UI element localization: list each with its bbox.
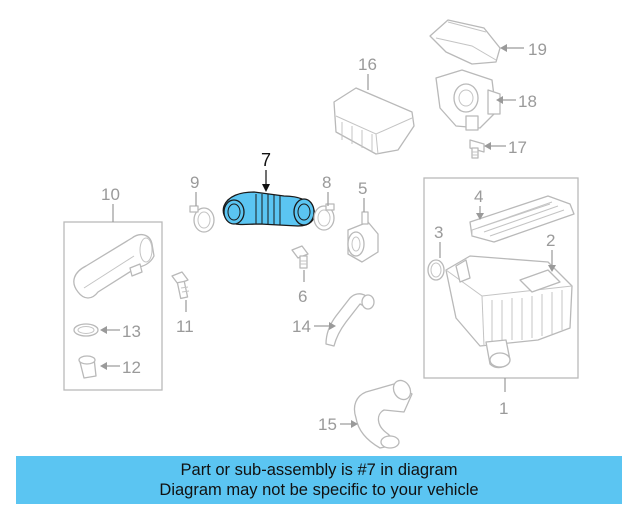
part-5-maf-sensor: [347, 211, 379, 263]
banner-line-2: Diagram may not be specific to your vehi…: [159, 481, 479, 499]
banner-line-1: Part or sub-assembly is #7 in diagram: [180, 461, 458, 479]
part-15-resonator: [353, 379, 413, 449]
callout-12: 12: [100, 358, 141, 377]
part-14-breather-tube: [325, 293, 375, 347]
callout-11: 11: [176, 300, 194, 336]
svg-text:13: 13: [122, 322, 141, 341]
callout-3: 3: [434, 223, 443, 258]
svg-text:4: 4: [474, 187, 483, 206]
part-13-clamp: [73, 323, 99, 337]
svg-text:16: 16: [358, 55, 377, 74]
part-1-group-box: [423, 177, 579, 379]
svg-text:8: 8: [322, 173, 331, 192]
callout-19: 19: [500, 40, 547, 59]
part-18-duct-housing: [435, 69, 501, 131]
part-8-clamp: [313, 203, 335, 231]
part-19-air-cover: [429, 19, 501, 65]
part-16-air-guide: [333, 87, 415, 155]
callout-1: 1: [499, 378, 508, 418]
svg-text:15: 15: [318, 415, 337, 434]
info-banner: Part or sub-assembly is #7 in diagram Di…: [16, 456, 622, 504]
svg-text:2: 2: [546, 231, 555, 250]
svg-text:7: 7: [261, 150, 271, 170]
svg-text:12: 12: [122, 358, 141, 377]
svg-text:10: 10: [101, 185, 120, 204]
svg-text:9: 9: [190, 173, 199, 192]
callout-16: 16: [358, 55, 377, 90]
callout-8: 8: [322, 173, 331, 206]
callout-18: 18: [496, 92, 537, 111]
callout-17: 17: [484, 138, 527, 157]
callout-10: 10: [101, 185, 120, 222]
svg-text:3: 3: [434, 223, 443, 242]
svg-text:14: 14: [292, 317, 311, 336]
part-4-air-filter: [469, 195, 575, 243]
svg-text:17: 17: [508, 138, 527, 157]
part-9-clamp: [189, 205, 215, 233]
part-11-bolt: [171, 271, 190, 300]
callout-5: 5: [358, 179, 367, 212]
callout-2: 2: [546, 231, 556, 272]
part-6-bolt: [291, 245, 309, 269]
part-7-air-hose: [222, 191, 316, 227]
svg-text:1: 1: [499, 399, 508, 418]
callout-7: 7: [261, 150, 271, 192]
callout-13: 13: [100, 322, 141, 341]
part-12-grommet: [78, 355, 97, 379]
svg-text:5: 5: [358, 179, 367, 198]
part-17-bolt: [469, 139, 485, 159]
callout-14: 14: [292, 317, 336, 336]
svg-text:19: 19: [528, 40, 547, 59]
part-10-intake-pipe: [73, 233, 155, 299]
parts-diagram: 19 18 17 16 10: [63, 19, 579, 449]
svg-text:18: 18: [518, 92, 537, 111]
callout-9: 9: [190, 173, 199, 206]
svg-text:6: 6: [298, 287, 307, 306]
svg-text:11: 11: [176, 317, 194, 336]
part-air-cleaner-box: [445, 255, 573, 369]
callout-4: 4: [474, 187, 484, 220]
part-3-gasket: [427, 259, 445, 281]
callout-15: 15: [318, 415, 358, 434]
callout-6: 6: [298, 270, 307, 306]
